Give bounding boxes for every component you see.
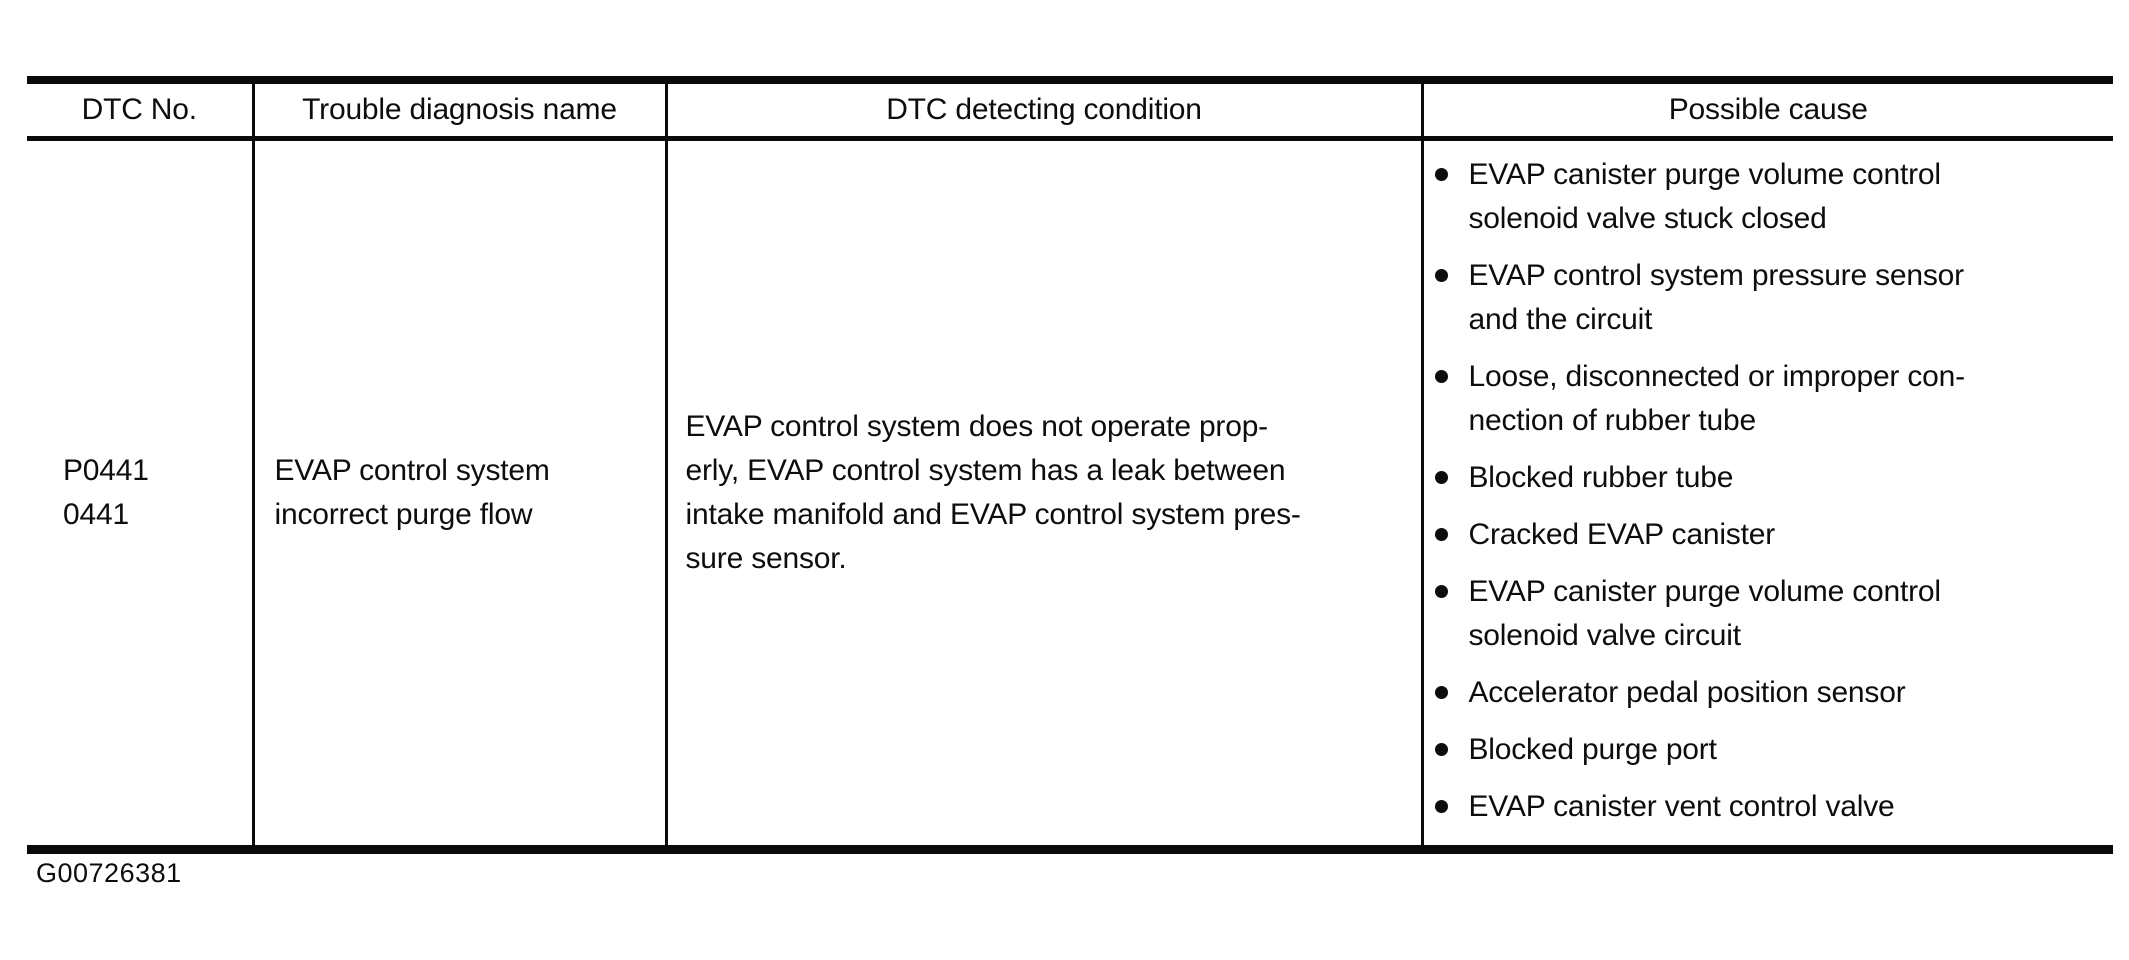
table-row: P0441 0441 EVAP control system incorrect… — [27, 138, 2113, 850]
header-dtc-no: DTC No. — [27, 80, 255, 141]
list-item: EVAP canister vent control valve — [1434, 785, 2108, 829]
bullet-icon — [1434, 269, 1448, 282]
list-item: Accelerator pedal position sensor — [1434, 671, 2108, 715]
dtc-code-secondary: 0441 — [63, 498, 129, 531]
bullet-icon — [1434, 800, 1448, 813]
bullet-icon — [1434, 370, 1448, 383]
header-dtc-detecting-condition: DTC detecting condition — [666, 80, 1424, 141]
header-possible-cause: Possible cause — [1422, 80, 2113, 141]
bullet-icon — [1434, 168, 1448, 181]
cell-dtc-no: P0441 0441 — [27, 138, 255, 850]
cause-text: EVAP canister purge volume control solen… — [1468, 158, 1942, 235]
bullet-icon — [1434, 686, 1448, 699]
list-item: Loose, disconnected or improper con- nec… — [1434, 355, 2108, 443]
bullet-icon — [1434, 528, 1448, 541]
bullet-icon — [1434, 471, 1448, 484]
bullet-icon — [1434, 585, 1448, 598]
cause-text: Blocked rubber tube — [1468, 461, 1734, 494]
cause-text: Cracked EVAP canister — [1468, 518, 1776, 551]
list-item: EVAP canister purge volume control solen… — [1434, 570, 2108, 658]
list-item: Cracked EVAP canister — [1434, 513, 2108, 557]
cell-trouble-diagnosis-name: EVAP control system incorrect purge flow — [253, 138, 668, 850]
cell-possible-cause: EVAP canister purge volume control solen… — [1422, 139, 2113, 850]
cause-text: EVAP canister purge volume control solen… — [1468, 575, 1942, 652]
cause-text: EVAP canister vent control valve — [1468, 790, 1895, 823]
list-item: EVAP canister purge volume control solen… — [1434, 153, 2108, 241]
cause-text: Loose, disconnected or improper con- nec… — [1468, 360, 1966, 437]
cause-text: Accelerator pedal position sensor — [1468, 676, 1906, 709]
header-trouble-diagnosis-name: Trouble diagnosis name — [253, 80, 668, 141]
list-item: Blocked purge port — [1434, 728, 2108, 772]
cause-text: EVAP control system pressure sensor and … — [1468, 259, 1965, 336]
cell-dtc-detecting-condition: EVAP control system does not operate pro… — [666, 138, 1424, 850]
figure-id: G00726381 — [36, 858, 182, 888]
bullet-icon — [1434, 743, 1448, 756]
list-item: EVAP control system pressure sensor and … — [1434, 254, 2108, 342]
possible-causes-list: EVAP canister purge volume control solen… — [1434, 153, 2108, 829]
list-item: Blocked rubber tube — [1434, 456, 2108, 500]
header-row: DTC No. Trouble diagnosis name DTC detec… — [27, 80, 2113, 141]
cause-text: Blocked purge port — [1468, 733, 1717, 766]
dtc-table: DTC No. Trouble diagnosis name DTC detec… — [27, 76, 2113, 854]
dtc-code-primary: P0441 — [63, 454, 149, 487]
